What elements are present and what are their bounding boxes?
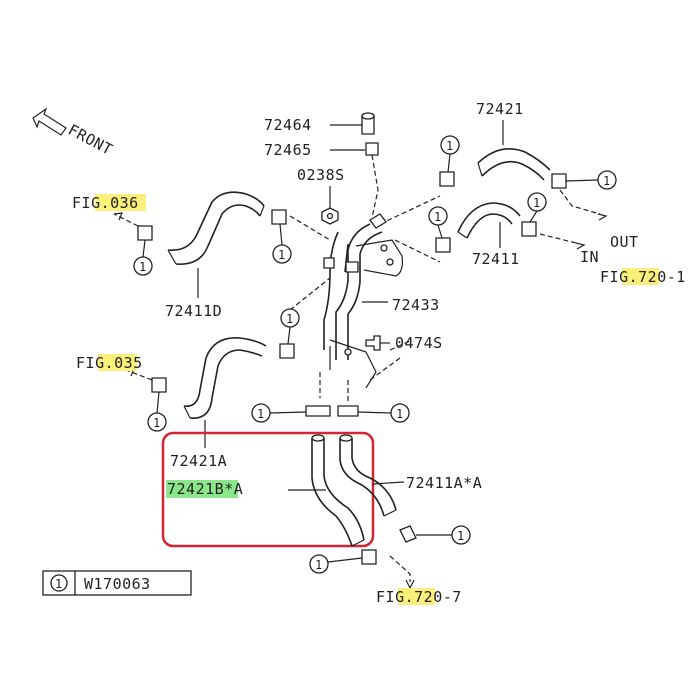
clamp-bottom-right xyxy=(399,525,417,543)
hose-72411d xyxy=(167,191,265,265)
svg-text:1: 1 xyxy=(278,248,285,262)
bolt-0474s xyxy=(365,335,381,351)
clamp-72411-right xyxy=(521,221,537,237)
highlight-box xyxy=(161,431,375,548)
svg-text:1: 1 xyxy=(257,407,264,421)
svg-text:1: 1 xyxy=(55,577,62,591)
hose-72411a xyxy=(339,438,397,517)
front-arrow-icon xyxy=(32,107,67,136)
part-group-72421b: 72421B*A xyxy=(166,434,365,547)
legend: 1 W170063 xyxy=(42,570,192,596)
clamp-72411d-right xyxy=(271,209,287,225)
callout-1[interactable] xyxy=(309,554,329,574)
part-group-72411a: 72411A*A xyxy=(339,434,482,517)
flow-out-label: OUT xyxy=(610,233,639,251)
fig-ref-036[interactable]: FIG.036 xyxy=(72,194,146,212)
middle-clamps: 1 1 xyxy=(251,372,410,423)
svg-text:1: 1 xyxy=(315,558,322,572)
part-label-72421b[interactable]: 72421B*A xyxy=(167,480,243,498)
svg-text:1: 1 xyxy=(446,139,453,153)
svg-text:1: 1 xyxy=(434,210,441,224)
fig-ref-720-7[interactable]: FIG.720-7 xyxy=(376,588,462,606)
hose-72421a xyxy=(183,337,267,419)
part-label-72465[interactable]: 72465 xyxy=(264,141,312,159)
part-label-72411[interactable]: 72411 xyxy=(472,250,520,268)
part-label-72433[interactable]: 72433 xyxy=(392,296,440,314)
clamp-mid-right xyxy=(337,405,359,417)
svg-text:FIG.035: FIG.035 xyxy=(76,354,143,372)
clamp-72421-right xyxy=(551,173,567,189)
part-group-72433: 72433 xyxy=(323,213,440,389)
hose-72421 xyxy=(477,148,551,181)
part-label-0474s[interactable]: 0474S xyxy=(395,334,443,352)
bottom-clamps: 1 1 xyxy=(309,525,471,590)
svg-text:1: 1 xyxy=(533,196,540,210)
part-group-72464: 72464 xyxy=(264,112,375,135)
svg-text:FIG.720-1: FIG.720-1 xyxy=(600,268,686,286)
fig-ref-035[interactable]: FIG.035 xyxy=(76,354,143,372)
part-group-72421: 72421 1 1 OUT xyxy=(439,100,639,251)
clamp-72411d-left xyxy=(137,225,153,241)
clamp-bottom-left xyxy=(361,549,377,565)
part-group-72411: 1 1 72411 IN xyxy=(428,192,599,268)
part-label-72421[interactable]: 72421 xyxy=(476,100,524,118)
arrow-icon xyxy=(113,212,123,221)
svg-text:1: 1 xyxy=(153,416,160,430)
part-label-0238s[interactable]: 0238S xyxy=(297,166,345,184)
part-group-72421a: 1 1 72421A xyxy=(125,308,300,470)
clamp-72421a-left xyxy=(151,377,167,393)
fig-ref-720-1[interactable]: FIG.720-1 xyxy=(600,268,686,286)
part-label-72411d[interactable]: 72411D xyxy=(165,302,222,320)
out-arrow-icon xyxy=(597,213,608,221)
svg-text:FIG.036: FIG.036 xyxy=(72,194,139,212)
front-arrow: FRONT xyxy=(32,107,116,159)
svg-text:1: 1 xyxy=(139,260,146,274)
front-label: FRONT xyxy=(65,121,116,159)
clip-72465 xyxy=(365,142,379,156)
legend-code[interactable]: W170063 xyxy=(84,575,151,593)
svg-text:1: 1 xyxy=(286,312,293,326)
legend-callout-icon xyxy=(50,574,68,592)
svg-text:1: 1 xyxy=(603,174,610,188)
part-group-72411d: 1 1 72411D xyxy=(113,191,292,320)
hose-72411 xyxy=(457,202,521,239)
in-arrow-icon xyxy=(575,242,586,250)
part-group-0238s: 0238S xyxy=(297,166,345,225)
flow-in-label: IN xyxy=(580,248,599,266)
part-label-72464[interactable]: 72464 xyxy=(264,116,312,134)
clamp-mid-left xyxy=(305,405,331,417)
part-group-72465: 72465 xyxy=(264,141,379,219)
svg-text:1: 1 xyxy=(396,407,403,421)
part-group-0474s: 0474S xyxy=(365,334,443,381)
clamp-72421a-right xyxy=(279,343,295,359)
part-label-72421a[interactable]: 72421A xyxy=(170,452,227,470)
hose-72421b xyxy=(311,438,365,547)
clamp-72421-left xyxy=(439,171,455,187)
pipe-72433-a xyxy=(335,223,383,360)
svg-text:FIG.720-7: FIG.720-7 xyxy=(376,588,462,606)
part-label-72411a[interactable]: 72411A*A xyxy=(406,474,482,492)
svg-text:1: 1 xyxy=(457,529,464,543)
clamp-72411-left xyxy=(435,237,451,253)
